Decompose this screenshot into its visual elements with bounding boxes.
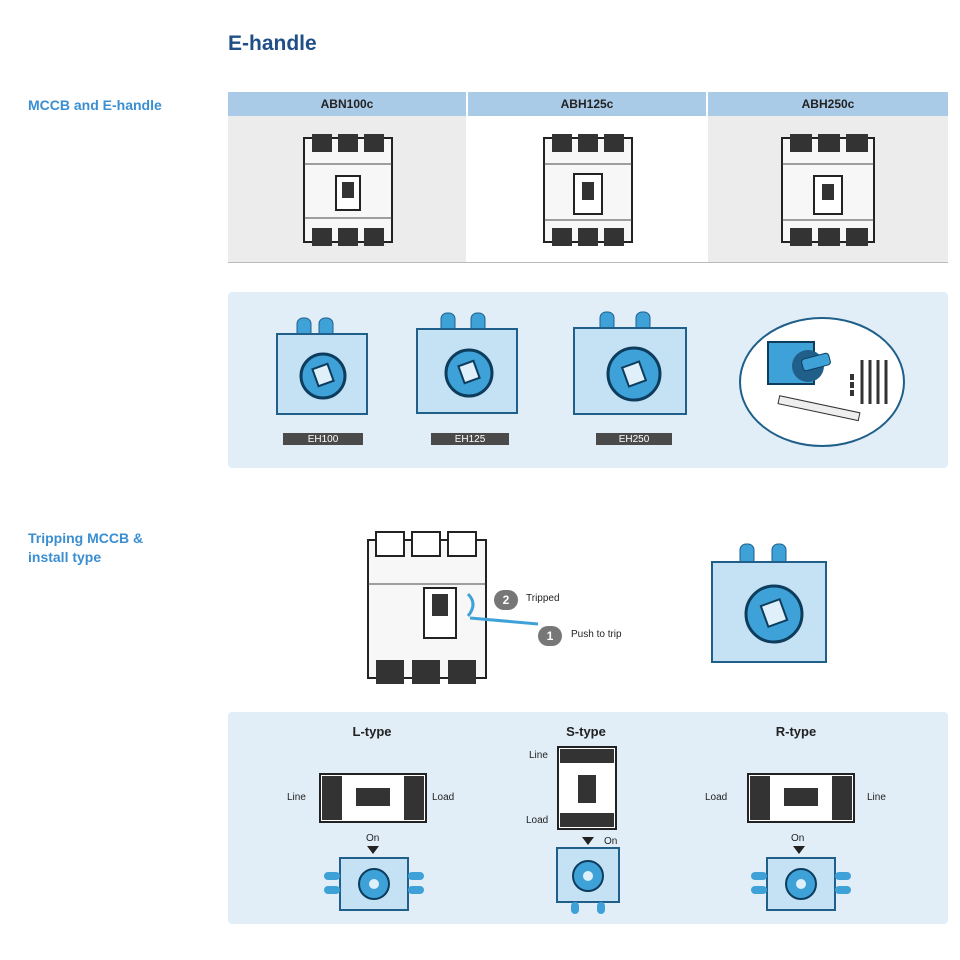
r-type-mccb-image: [747, 773, 855, 823]
step-1-label: Push to trip: [571, 629, 622, 640]
mccb-image-abh250c: [781, 134, 875, 246]
section-label-tripping-line2: install type: [28, 549, 102, 565]
r-type-ehandle-image: [751, 857, 851, 911]
l-type-left-label: Line: [287, 792, 306, 803]
table-header-abn100c: ABN100c: [228, 92, 466, 116]
l-type-ehandle-image: [324, 857, 424, 911]
mccb-image-abn100c: [303, 134, 393, 246]
page-title: E-handle: [228, 32, 317, 55]
ehandle-large-image: [711, 543, 827, 663]
mccb-image-abh125c: [543, 134, 633, 246]
s-type-ehandle-image: [556, 847, 620, 914]
s-type-mccb-image: [557, 746, 617, 830]
l-type-right-label: Load: [432, 792, 455, 803]
l-type-on-arrow-icon: [367, 846, 379, 854]
push-to-trip-arrow: [469, 616, 539, 626]
ehandle-image-eh250: [573, 311, 687, 415]
ehandle-image-eh125: [416, 312, 518, 414]
s-type-title: S-type: [566, 724, 606, 739]
s-type-on-arrow-icon: [582, 837, 594, 845]
section-label-mccb-and-ehandle: MCCB and E-handle: [28, 97, 162, 113]
s-type-on-label: On: [604, 836, 618, 847]
r-type-on-label: On: [791, 833, 805, 844]
ehandle-label-eh125: EH125: [431, 433, 509, 445]
step-1-badge: 1: [538, 626, 562, 646]
ehandle-label-eh250: EH250: [596, 433, 672, 445]
section-label-tripping: Tripping MCCB & install type: [28, 529, 143, 567]
r-type-title: R-type: [775, 724, 817, 739]
r-type-left-label: Load: [705, 792, 728, 803]
l-type-mccb-image: [319, 773, 427, 823]
r-type-on-arrow-icon: [793, 846, 805, 854]
accessory-kit-image: [739, 317, 905, 447]
s-type-top-label: Line: [529, 750, 548, 761]
l-type-title: L-type: [352, 724, 392, 739]
l-type-on-label: On: [366, 833, 380, 844]
table-header-abh250c: ABH250c: [708, 92, 948, 116]
step-2-label: Tripped: [526, 593, 560, 604]
table-bottom-rule: [228, 262, 948, 263]
ehandle-label-eh100: EH100: [283, 433, 363, 445]
section-label-tripping-line1: Tripping MCCB &: [28, 530, 144, 546]
tripping-mccb-image: [367, 531, 487, 684]
r-type-right-label: Line: [867, 792, 886, 803]
table-header-abh125c: ABH125c: [468, 92, 706, 116]
s-type-bottom-label: Load: [526, 815, 549, 826]
step-2-badge: 2: [494, 590, 518, 610]
ehandle-image-eh100: [276, 317, 368, 415]
